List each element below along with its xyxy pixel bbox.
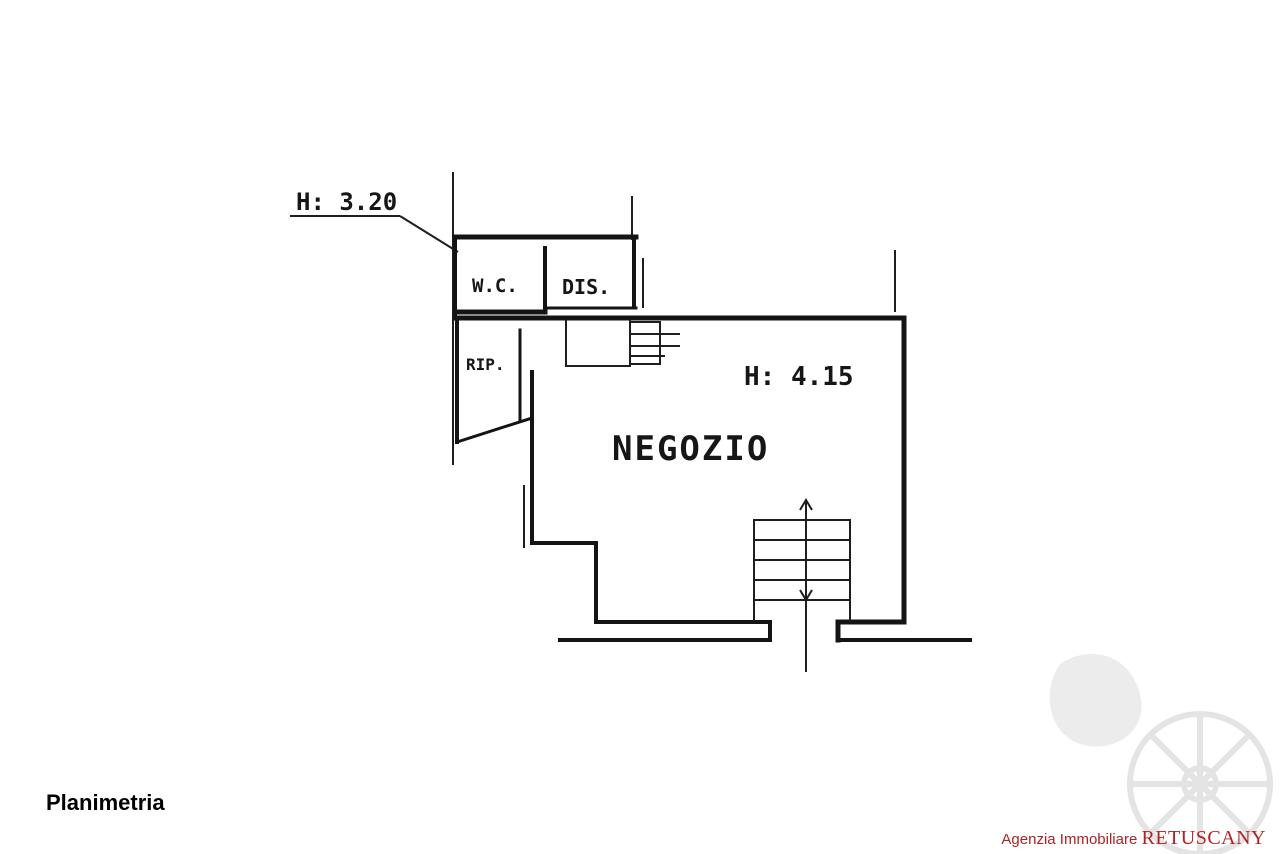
room-label-dis: DIS. — [562, 275, 610, 299]
height-annotation-upper: H: 3.20 — [290, 188, 459, 253]
room-label-rip: RIP. — [466, 355, 505, 374]
stair-upper — [565, 320, 680, 367]
shop-walls — [452, 250, 972, 643]
room-label-wc: W.C. — [472, 275, 518, 297]
agency-prefix: Agenzia Immobiliare — [1001, 831, 1138, 848]
agency-watermark — [1049, 654, 1273, 854]
agency-signature: Agenzia Immobiliare RETUSCANY — [1001, 827, 1266, 850]
room-label-negozio: NEGOZIO — [612, 429, 769, 469]
agency-brand: RETUSCANY — [1141, 827, 1266, 849]
svg-text:H: 3.20: H: 3.20 — [296, 188, 397, 216]
caption-planimetria: Planimetria — [46, 790, 165, 815]
rip-closet — [455, 318, 534, 444]
height-annotation-main: H: 4.15 — [744, 362, 854, 392]
stair-main — [753, 498, 851, 672]
